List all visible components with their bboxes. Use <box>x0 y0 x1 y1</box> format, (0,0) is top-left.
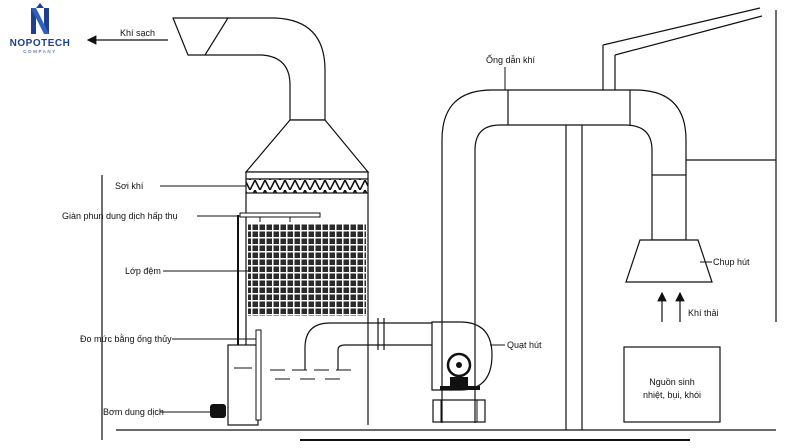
packing-layer-label: Lớp đệm <box>125 266 161 276</box>
clean-air-label: Khí sạch <box>120 28 155 38</box>
logo-tagline-text: COMPANY <box>23 49 57 54</box>
source-label-line2: nhiệt, bụi, khói <box>643 390 701 400</box>
logo-n-icon <box>31 3 49 34</box>
pump-label: Bơm dung dịch <box>103 407 164 417</box>
pump-icon <box>210 404 226 418</box>
main-air-duct <box>441 89 687 430</box>
fan-inlet-duct <box>304 318 432 370</box>
tower-body <box>210 178 369 426</box>
company-logo: NOPOTECH COMPANY <box>10 3 71 54</box>
hood-label: Chụp hút <box>713 257 750 267</box>
mist-eliminator <box>245 178 369 194</box>
suction-fan <box>431 321 493 423</box>
suction-fan-label: Quạt hút <box>507 340 542 350</box>
spray-rack <box>239 212 321 218</box>
liquid-tank <box>227 344 259 426</box>
level-gauge-label: Đo mức bằng ống thủy <box>80 334 172 344</box>
exhaust-arrows <box>657 291 685 322</box>
suction-hood <box>625 174 713 283</box>
tower-exhaust-stack <box>172 17 370 180</box>
exhaust-label: Khí thải <box>688 308 719 318</box>
duct-label: Ống dẫn khí <box>486 54 536 65</box>
building-outline <box>101 7 777 441</box>
leader-lines <box>160 67 712 413</box>
logo-brand-text: NOPOTECH <box>10 38 71 49</box>
spray-rack-label: Giàn phun dung dịch hấp thụ <box>62 211 178 221</box>
packing-layer <box>248 224 366 316</box>
source-label-line1: Nguồn sinh <box>649 377 695 387</box>
level-gauge-tube <box>255 329 262 421</box>
fan-base <box>432 399 486 423</box>
mist-eliminator-label: Sơi khí <box>115 181 144 191</box>
liquid-surface <box>270 369 351 380</box>
emission-source: Nguồn sinh nhiệt, bụi, khói <box>623 346 721 423</box>
